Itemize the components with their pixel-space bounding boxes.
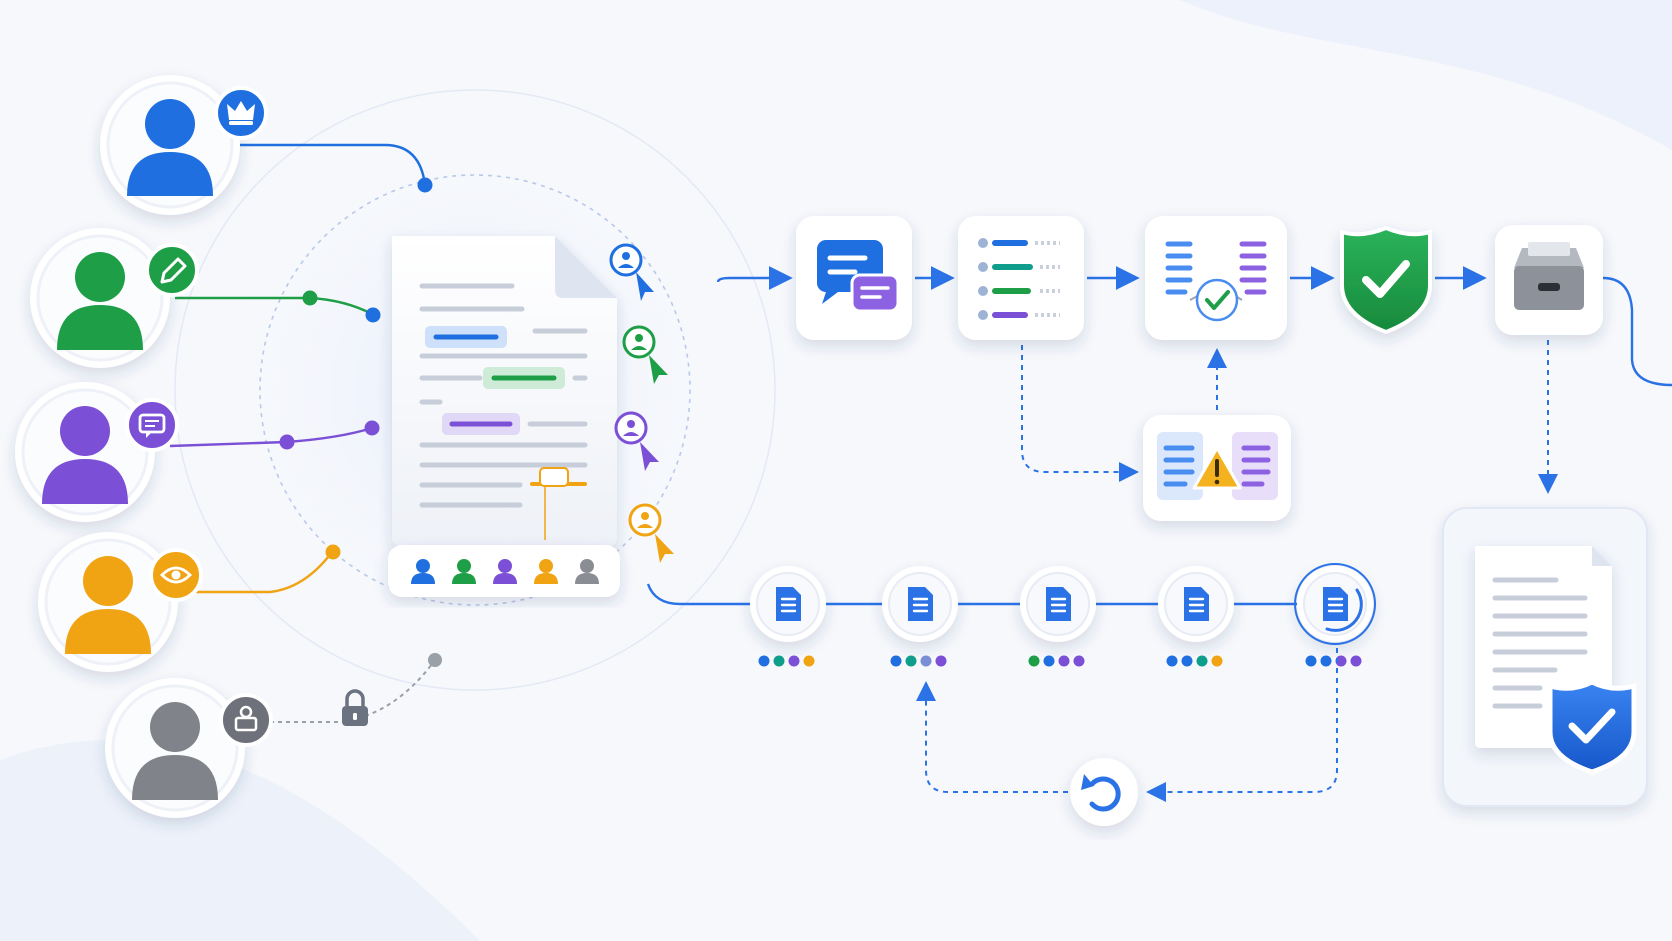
cursor-green [622,325,668,384]
step-approve-shield[interactable] [1340,225,1432,335]
collaborator-presence-bar [388,545,620,597]
chat-bubbles-icon [817,240,900,313]
archive-box-icon [1514,242,1584,310]
orange-cursor-comment [530,467,587,540]
version-document-icon [1323,587,1348,621]
step-conflict-card[interactable] [1143,415,1291,521]
owner-connector-dot [417,177,433,193]
version-node-3[interactable] [1020,566,1096,667]
shared-document[interactable] [392,236,617,546]
user-avatar-viewer[interactable] [38,532,203,672]
collaborator-dot [935,655,947,667]
version-node-4[interactable] [1158,566,1234,667]
eye-icon [149,548,203,602]
restore-loop-left [916,681,1068,793]
viewer-connector [195,551,333,594]
crown-icon [214,86,268,140]
collaborator-dot [1028,655,1040,667]
collaborator-dot [890,655,902,667]
step-review-card[interactable] [1145,216,1287,340]
lock-user-icon [219,693,273,747]
padlock-icon [342,689,368,726]
collaborator-dot [1335,655,1347,667]
cursor-purple [614,411,659,471]
user-avatar-commenter[interactable] [15,382,179,522]
presence-user-purple [493,559,517,584]
version-node-5[interactable] [1294,563,1376,667]
presence-user-gray [575,559,599,584]
version-document-icon [1046,587,1071,621]
comment-icon [125,398,179,452]
final-document-card[interactable] [1442,507,1648,807]
collaborator-dot [758,655,770,667]
restore-button[interactable] [1070,758,1138,826]
version-document-icon [908,587,933,621]
collaborator-dot [905,655,917,667]
commenter-connector-dot [279,434,295,450]
collaborator-dot [1043,655,1055,667]
purple-text-highlight [442,413,520,435]
compare-check-icon [1165,241,1267,322]
halo-ring-outer [174,89,776,691]
version-node-1[interactable] [750,566,826,667]
pencil-icon [145,243,199,297]
viewer-connector-dot [325,544,341,560]
background-wave-top-right [1180,0,1672,150]
cursor-orange [628,503,674,563]
cursor-blue [609,243,654,301]
owner-connector [240,143,427,186]
user-avatar-restricted[interactable] [105,678,273,818]
step-tasks-card[interactable] [958,216,1084,340]
collaborator-dot [1166,655,1178,667]
flow-connector-tasks-to-conflict [1021,345,1139,482]
conflict-warning-icon [1157,432,1278,500]
collaborator-dot [1181,655,1193,667]
timeline-line [646,583,1335,606]
halo-ring-dashed [259,174,691,606]
editor-connector-end [365,307,381,323]
flow-connector-archive-offscreen [1602,276,1672,387]
collaborator-dot [1211,655,1223,667]
user-avatar-editor[interactable] [30,228,199,368]
collaborator-dot [1058,655,1070,667]
collaborator-dot [1073,655,1085,667]
restricted-connector-dot [428,653,442,667]
restore-loop-right [1146,648,1338,802]
presence-user-orange [534,559,558,584]
version-node-2[interactable] [882,566,958,667]
user-avatar-owner[interactable] [100,75,268,215]
secured-document-icon [1475,546,1637,775]
restore-icon [1081,774,1121,812]
version-document-icon [776,587,801,621]
presence-user-green [452,559,476,584]
collaborator-dot [1320,655,1332,667]
collaborator-dot [788,655,800,667]
step-comments-card[interactable] [796,216,912,340]
presence-user-blue [411,559,435,584]
flow-connector-doc-to-comments [716,266,793,290]
document-text-lines [419,283,588,508]
collaborator-dot [773,655,785,667]
collaborator-dot [1196,655,1208,667]
collaborator-dot [1350,655,1362,667]
step-archive-card[interactable] [1495,225,1603,335]
blue-text-highlight [425,326,507,348]
collaborator-dot [803,655,815,667]
version-document-icon [1184,587,1209,621]
commenter-connector-end [364,420,380,436]
shield-check-icon [1362,260,1410,298]
version-history [750,563,1376,667]
collaborator-dot [1305,655,1317,667]
checklist-icon [978,238,1060,320]
collaborator-dot [920,655,932,667]
editor-connector-dot [302,290,318,306]
green-text-highlight [483,367,565,389]
